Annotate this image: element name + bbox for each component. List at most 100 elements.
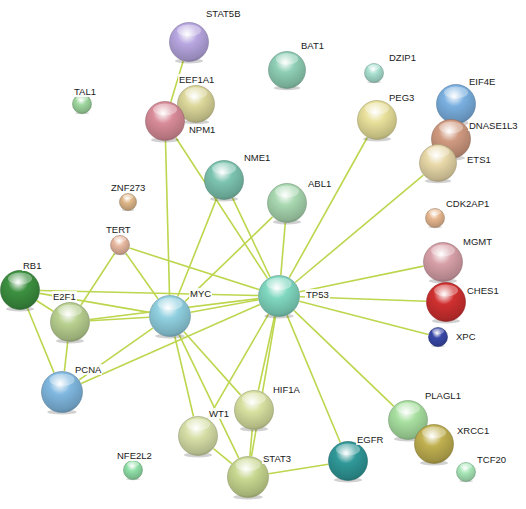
- protein-label: ABL1: [307, 178, 332, 189]
- node-sphere: [364, 63, 384, 83]
- protein-node: STAT5B: [169, 22, 209, 62]
- interaction-line: [64, 342, 67, 371]
- protein-node: DZIP1: [364, 63, 384, 83]
- interaction-line: [287, 315, 340, 442]
- protein-node: XRCC1: [414, 424, 454, 464]
- protein-label: ZNF273: [110, 182, 146, 193]
- protein-node: HIF1A: [234, 390, 274, 430]
- protein-label: CHES1: [466, 285, 500, 296]
- node-sphere: [328, 441, 368, 481]
- protein-label: EEF1A1: [178, 74, 215, 85]
- node-sphere: [258, 275, 300, 317]
- protein-label: NME1: [243, 152, 271, 163]
- protein-node: NME1: [204, 160, 244, 200]
- interaction-line: [179, 335, 239, 458]
- protein-node: NPM1: [145, 101, 185, 141]
- node-sphere: [204, 160, 244, 200]
- protein-node: CHES1: [426, 282, 466, 322]
- interaction-line: [281, 223, 286, 275]
- protein-node: MYC: [149, 295, 191, 337]
- protein-label: TP53: [305, 289, 330, 300]
- protein-node: PCNA: [41, 371, 83, 413]
- protein-label: E2F1: [52, 291, 77, 302]
- protein-node: EIF4E: [436, 84, 476, 124]
- protein-node: TERT: [110, 235, 130, 255]
- protein-label: PCNA: [74, 364, 102, 375]
- protein-label: BAT1: [300, 40, 325, 51]
- protein-label: XRCC1: [456, 425, 490, 436]
- protein-node: TAL1: [72, 94, 92, 114]
- protein-node: E2F1: [50, 302, 90, 342]
- protein-node: EGFR: [328, 441, 368, 481]
- node-sphere: [50, 302, 90, 342]
- protein-node: TP53: [258, 275, 300, 317]
- node-sphere: [419, 144, 457, 182]
- interaction-line: [299, 301, 428, 334]
- interaction-line: [90, 317, 149, 321]
- node-sphere: [456, 462, 476, 482]
- node-sphere: [178, 416, 218, 456]
- interaction-line: [294, 311, 394, 407]
- protein-node: PEG3: [357, 100, 397, 140]
- node-sphere: [123, 460, 143, 480]
- interaction-line: [300, 266, 424, 292]
- protein-label: NPM1: [188, 124, 216, 135]
- protein-node: TCF20: [456, 462, 476, 482]
- interaction-line: [81, 253, 115, 305]
- protein-label: RB1: [22, 260, 42, 271]
- protein-node: MGMT: [423, 242, 463, 282]
- protein-label: TERT: [105, 224, 132, 235]
- protein-node: ZNF273: [119, 193, 137, 211]
- interaction-line: [185, 217, 273, 302]
- interaction-line: [178, 199, 217, 297]
- protein-label: STAT5B: [205, 8, 242, 19]
- interaction-line: [175, 337, 194, 417]
- protein-node: BAT1: [268, 51, 306, 89]
- node-sphere: [428, 327, 448, 347]
- node-sphere: [110, 235, 130, 255]
- interaction-line: [250, 430, 252, 456]
- protein-label: PEG3: [388, 92, 415, 103]
- node-sphere: [149, 295, 191, 337]
- node-sphere: [425, 208, 445, 228]
- protein-label: MGMT: [462, 236, 493, 247]
- node-sphere: [357, 100, 397, 140]
- interaction-line: [214, 449, 232, 464]
- node-sphere: [145, 101, 185, 141]
- protein-node: XPC: [428, 327, 448, 347]
- interaction-line: [295, 175, 423, 282]
- protein-label: EGFR: [356, 434, 384, 445]
- node-sphere: [267, 183, 307, 223]
- node-sphere: [72, 94, 92, 114]
- protein-label: DZIP1: [388, 52, 417, 63]
- node-sphere: [0, 270, 40, 310]
- node-sphere: [436, 84, 476, 124]
- protein-label: TCF20: [476, 454, 507, 465]
- interaction-line: [269, 464, 329, 474]
- node-sphere: [423, 242, 463, 282]
- protein-label: DNASE1L3: [468, 120, 519, 131]
- protein-node: CDK2AP1: [425, 208, 445, 228]
- node-sphere: [268, 51, 306, 89]
- protein-node: WT1: [178, 416, 218, 456]
- interaction-line: [130, 248, 260, 290]
- protein-node: RB1: [0, 270, 40, 310]
- node-sphere: [234, 390, 274, 430]
- protein-label: CDK2AP1: [445, 198, 490, 209]
- protein-label: NFE2L2: [116, 450, 153, 461]
- node-sphere: [119, 193, 137, 211]
- protein-label: HIF1A: [272, 384, 301, 395]
- protein-label: PLAGL1: [424, 390, 462, 401]
- interaction-line: [166, 141, 170, 295]
- interaction-line: [28, 309, 54, 373]
- protein-label: STAT3: [262, 453, 292, 464]
- interaction-line: [37, 301, 53, 311]
- protein-label: ETS1: [466, 154, 492, 165]
- protein-node: ABL1: [267, 183, 307, 223]
- protein-node: STAT3: [227, 456, 269, 498]
- interaction-line: [126, 253, 158, 299]
- protein-label: TAL1: [73, 86, 97, 97]
- protein-node: NFE2L2: [123, 460, 143, 480]
- protein-label: XPC: [455, 331, 477, 342]
